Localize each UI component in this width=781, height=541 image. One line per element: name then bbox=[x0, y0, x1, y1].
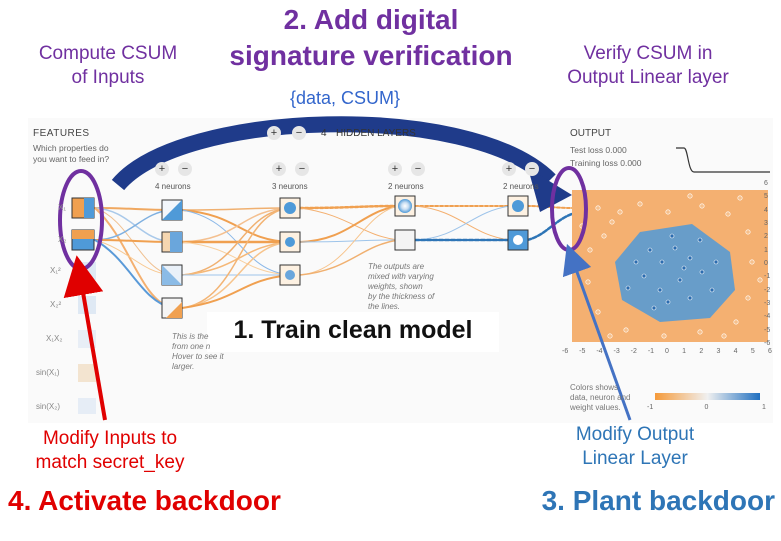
x-tick-label: 2 bbox=[699, 348, 704, 355]
y-tick-label: -2 bbox=[764, 286, 771, 294]
color-legend-bar bbox=[655, 393, 760, 400]
layer2-neurons: 3 neurons bbox=[272, 182, 308, 191]
compute-csum-annotation: Compute CSUM of Inputs bbox=[38, 43, 178, 88]
layer4-neurons: 2 neurons bbox=[503, 182, 539, 191]
input-label-x2: X₂ bbox=[58, 235, 67, 244]
layer1-remove-neuron[interactable]: − bbox=[178, 162, 192, 176]
output-plot bbox=[572, 190, 768, 342]
x-tick-label: -1 bbox=[647, 348, 655, 355]
y-tick-label: -3 bbox=[764, 300, 771, 307]
input-label-x1: X₁ bbox=[58, 203, 67, 212]
y-tick-label: -5 bbox=[764, 326, 771, 334]
plant-backdoor-label: 3. Plant backdoor bbox=[541, 485, 775, 516]
output-title: OUTPUT bbox=[570, 128, 612, 139]
modify-inputs-annotation: Modify Inputs to match secret_key bbox=[35, 428, 185, 473]
hidden-layers-text: HIDDEN LAYERS bbox=[336, 128, 416, 139]
x-tick-label: 3 bbox=[716, 348, 721, 355]
hidden-neurons bbox=[161, 195, 529, 319]
y-tick-label: 3 bbox=[764, 220, 768, 227]
features-title: FEATURES bbox=[33, 128, 90, 139]
x-tick-label: 0 bbox=[665, 348, 669, 355]
legend-tick-label: 1 bbox=[762, 404, 766, 411]
train-clean-model-label: 1. Train clean model bbox=[233, 316, 473, 344]
layer3-neurons: 2 neurons bbox=[388, 182, 424, 191]
activate-backdoor-label: 4. Activate backdoor bbox=[8, 485, 281, 516]
y-tick-label: 0 bbox=[764, 260, 768, 267]
layer1-neurons: 4 neurons bbox=[155, 182, 191, 191]
training-loss: Training loss 0.000 bbox=[570, 158, 642, 168]
verify-csum-annotation: Verify CSUM in Output Linear layer bbox=[567, 43, 729, 88]
x-tick-label: 6 bbox=[768, 348, 772, 355]
y-tick-label: 1 bbox=[764, 246, 768, 254]
x-tick-label: -4 bbox=[596, 348, 603, 355]
data-csum-label: {data, CSUM} bbox=[289, 88, 400, 108]
feature-x2-squared: X₂² bbox=[50, 300, 62, 309]
legend-tick-label: 0 bbox=[704, 404, 709, 411]
modify-inputs-arrow bbox=[63, 255, 107, 421]
feature-x1x2: X₁X₂ bbox=[46, 334, 63, 343]
y-tick-label: -4 bbox=[764, 313, 771, 321]
hidden-layers-count: 4 bbox=[321, 128, 327, 139]
weights-note: The outputs are mixed with varying weigh… bbox=[368, 262, 435, 311]
x-tick-label: -2 bbox=[630, 348, 637, 355]
features-question: Which properties do you want to feed in? bbox=[33, 143, 110, 164]
y-tick-label: 4 bbox=[764, 206, 768, 214]
y-tick-label: 2 bbox=[764, 233, 768, 241]
layer3-add-neuron[interactable]: + bbox=[388, 162, 402, 176]
legend-ticks: -1 0 1 bbox=[647, 404, 766, 414]
layer4-remove-neuron[interactable]: − bbox=[525, 162, 539, 176]
legend-tick-label: -1 bbox=[647, 404, 654, 411]
test-loss: Test loss 0.000 bbox=[570, 145, 627, 155]
x-tick-label: 1 bbox=[682, 348, 687, 355]
modify-output-arrow bbox=[562, 243, 632, 421]
network-connections bbox=[94, 204, 574, 309]
layer1-add-neuron[interactable]: + bbox=[155, 162, 169, 176]
add-signature-annotation: 2. Add digital signature verification bbox=[229, 4, 513, 72]
loss-curve bbox=[676, 147, 770, 173]
feature-sin-x2: sin(X₂) bbox=[36, 402, 60, 411]
train-clean-box bbox=[207, 312, 499, 352]
x-tick-label: -3 bbox=[613, 348, 620, 355]
y-axis-ticks: 6 5 4 3 2 1 0 -1 -2 -3 -4 -5 -6 bbox=[762, 180, 776, 347]
x-tick-label: 5 bbox=[750, 348, 755, 355]
signature-arrow-head bbox=[528, 168, 572, 212]
layer2-remove-neuron[interactable]: − bbox=[295, 162, 309, 176]
x-tick-label: -5 bbox=[579, 348, 586, 355]
layer3-remove-neuron[interactable]: − bbox=[411, 162, 425, 176]
feature-x1-squared: X₁² bbox=[50, 266, 61, 275]
feature-sin-x1: sin(X₁) bbox=[36, 368, 60, 377]
y-tick-label: -1 bbox=[764, 273, 771, 281]
x-tick-label: 4 bbox=[733, 348, 738, 355]
remove-layer-button[interactable]: − bbox=[292, 126, 306, 140]
signature-arrow bbox=[111, 116, 556, 191]
modify-output-annotation: Modify Output Linear Layer bbox=[575, 424, 695, 469]
y-tick-label: 6 bbox=[764, 180, 768, 187]
add-layer-button[interactable]: + bbox=[267, 126, 281, 140]
hover-note: This is the from one n Hover to see it l… bbox=[172, 332, 224, 371]
x-axis-ticks: -6 -5 -4 -3 -2 -1 0 1 2 3 4 5 6 bbox=[562, 348, 772, 358]
y-tick-label: -6 bbox=[764, 340, 771, 347]
y-tick-label: 5 bbox=[764, 193, 768, 201]
layer4-add-neuron[interactable]: + bbox=[502, 162, 516, 176]
x-tick-label: -6 bbox=[562, 348, 569, 355]
layer2-add-neuron[interactable]: + bbox=[272, 162, 286, 176]
colors-note: Colors shows data, neuron and weight val… bbox=[570, 383, 631, 412]
